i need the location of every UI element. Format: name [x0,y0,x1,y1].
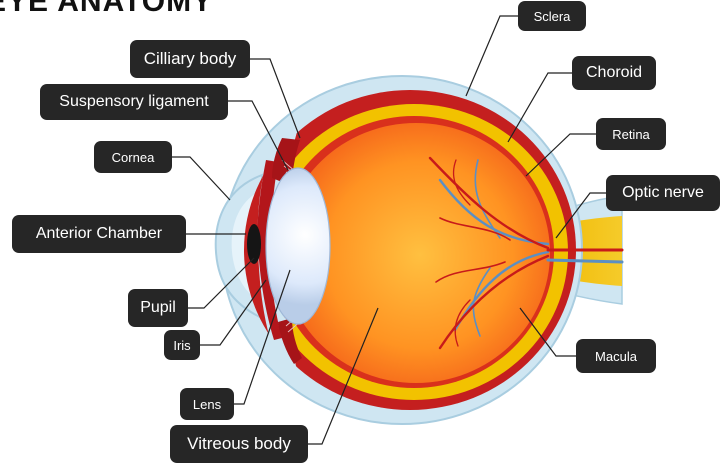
label-vitreous-body: Vitreous body [170,425,308,463]
label-suspensory-ligament: Suspensory ligament [40,84,228,120]
label-cilliary-body: Cilliary body [130,40,250,78]
label-choroid: Choroid [572,56,656,90]
lens-shape [266,168,330,324]
label-pupil: Pupil [128,289,188,327]
label-lens: Lens [180,388,234,420]
label-sclera: Sclera [518,1,586,31]
label-macula: Macula [576,339,656,373]
label-anterior-chamber: Anterior Chamber [12,215,186,253]
label-iris: Iris [164,330,200,360]
label-retina: Retina [596,118,666,150]
label-cornea: Cornea [94,141,172,173]
label-optic-nerve: Optic nerve [606,175,720,211]
